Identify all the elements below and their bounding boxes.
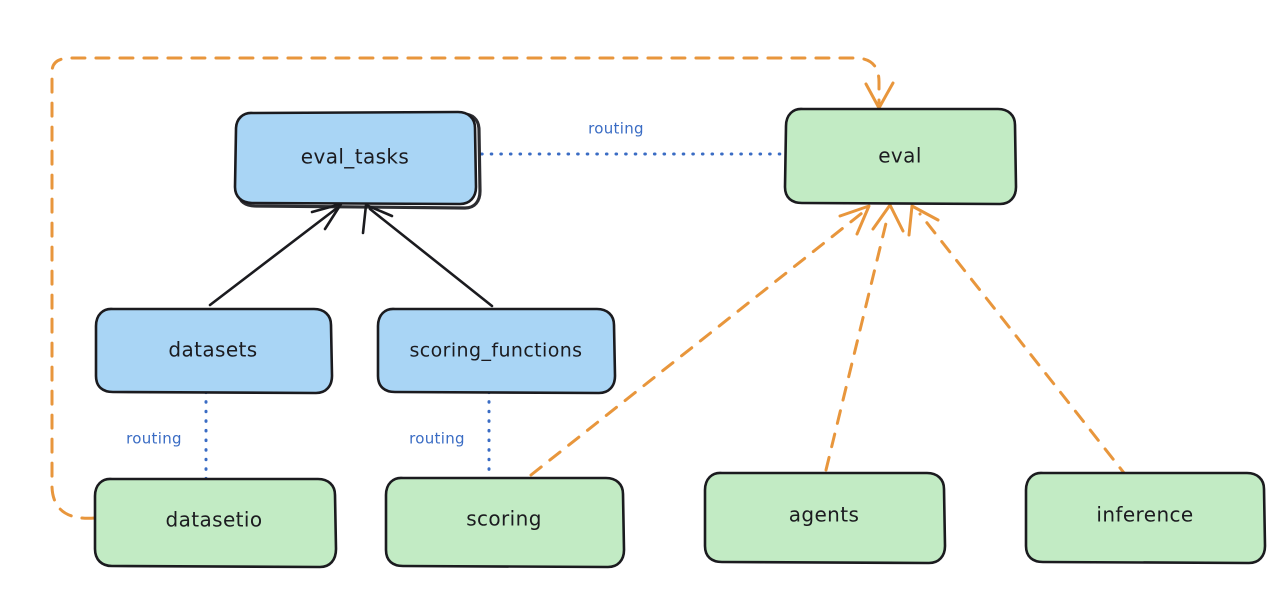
node-label-datasets: datasets [168,338,257,362]
node-eval-tasks[interactable]: eval_tasks [233,110,482,210]
node-label-datasetio: datasetio [165,508,262,532]
node-scoring-functions[interactable]: scoring_functions [376,307,617,395]
node-label-eval-tasks: eval_tasks [301,145,409,169]
node-datasets[interactable]: datasets [94,307,334,395]
edge-eval-tasks-to-eval: routing [470,120,786,156]
node-agents[interactable]: agents [703,471,947,565]
node-label-eval: eval [878,144,922,168]
edge-scoring-functions-to-scoring: routing [409,390,491,482]
node-label-scoring: scoring [466,507,542,531]
node-label-scoring-functions: scoring_functions [410,340,583,362]
edge-label-routing-eval: routing [588,120,644,138]
edge-label-routing-datasetio: routing [126,430,182,448]
edge-datasets-to-eval-tasks [208,202,343,307]
edge-label-routing-scoring: routing [409,430,465,448]
edge-agents-to-eval [824,203,905,472]
edge-scoring-functions-to-eval-tasks [361,203,494,308]
edge-inference-to-eval [907,204,1130,480]
node-inference[interactable]: inference [1024,471,1267,565]
node-scoring[interactable]: scoring [384,476,626,569]
node-label-agents: agents [789,503,860,527]
edge-datasets-to-datasetio: routing [126,390,208,482]
edge-scoring-to-eval [529,204,871,477]
node-eval[interactable]: eval [783,107,1018,206]
node-label-inference: inference [1096,503,1193,527]
node-datasetio[interactable]: datasetio [93,477,338,569]
